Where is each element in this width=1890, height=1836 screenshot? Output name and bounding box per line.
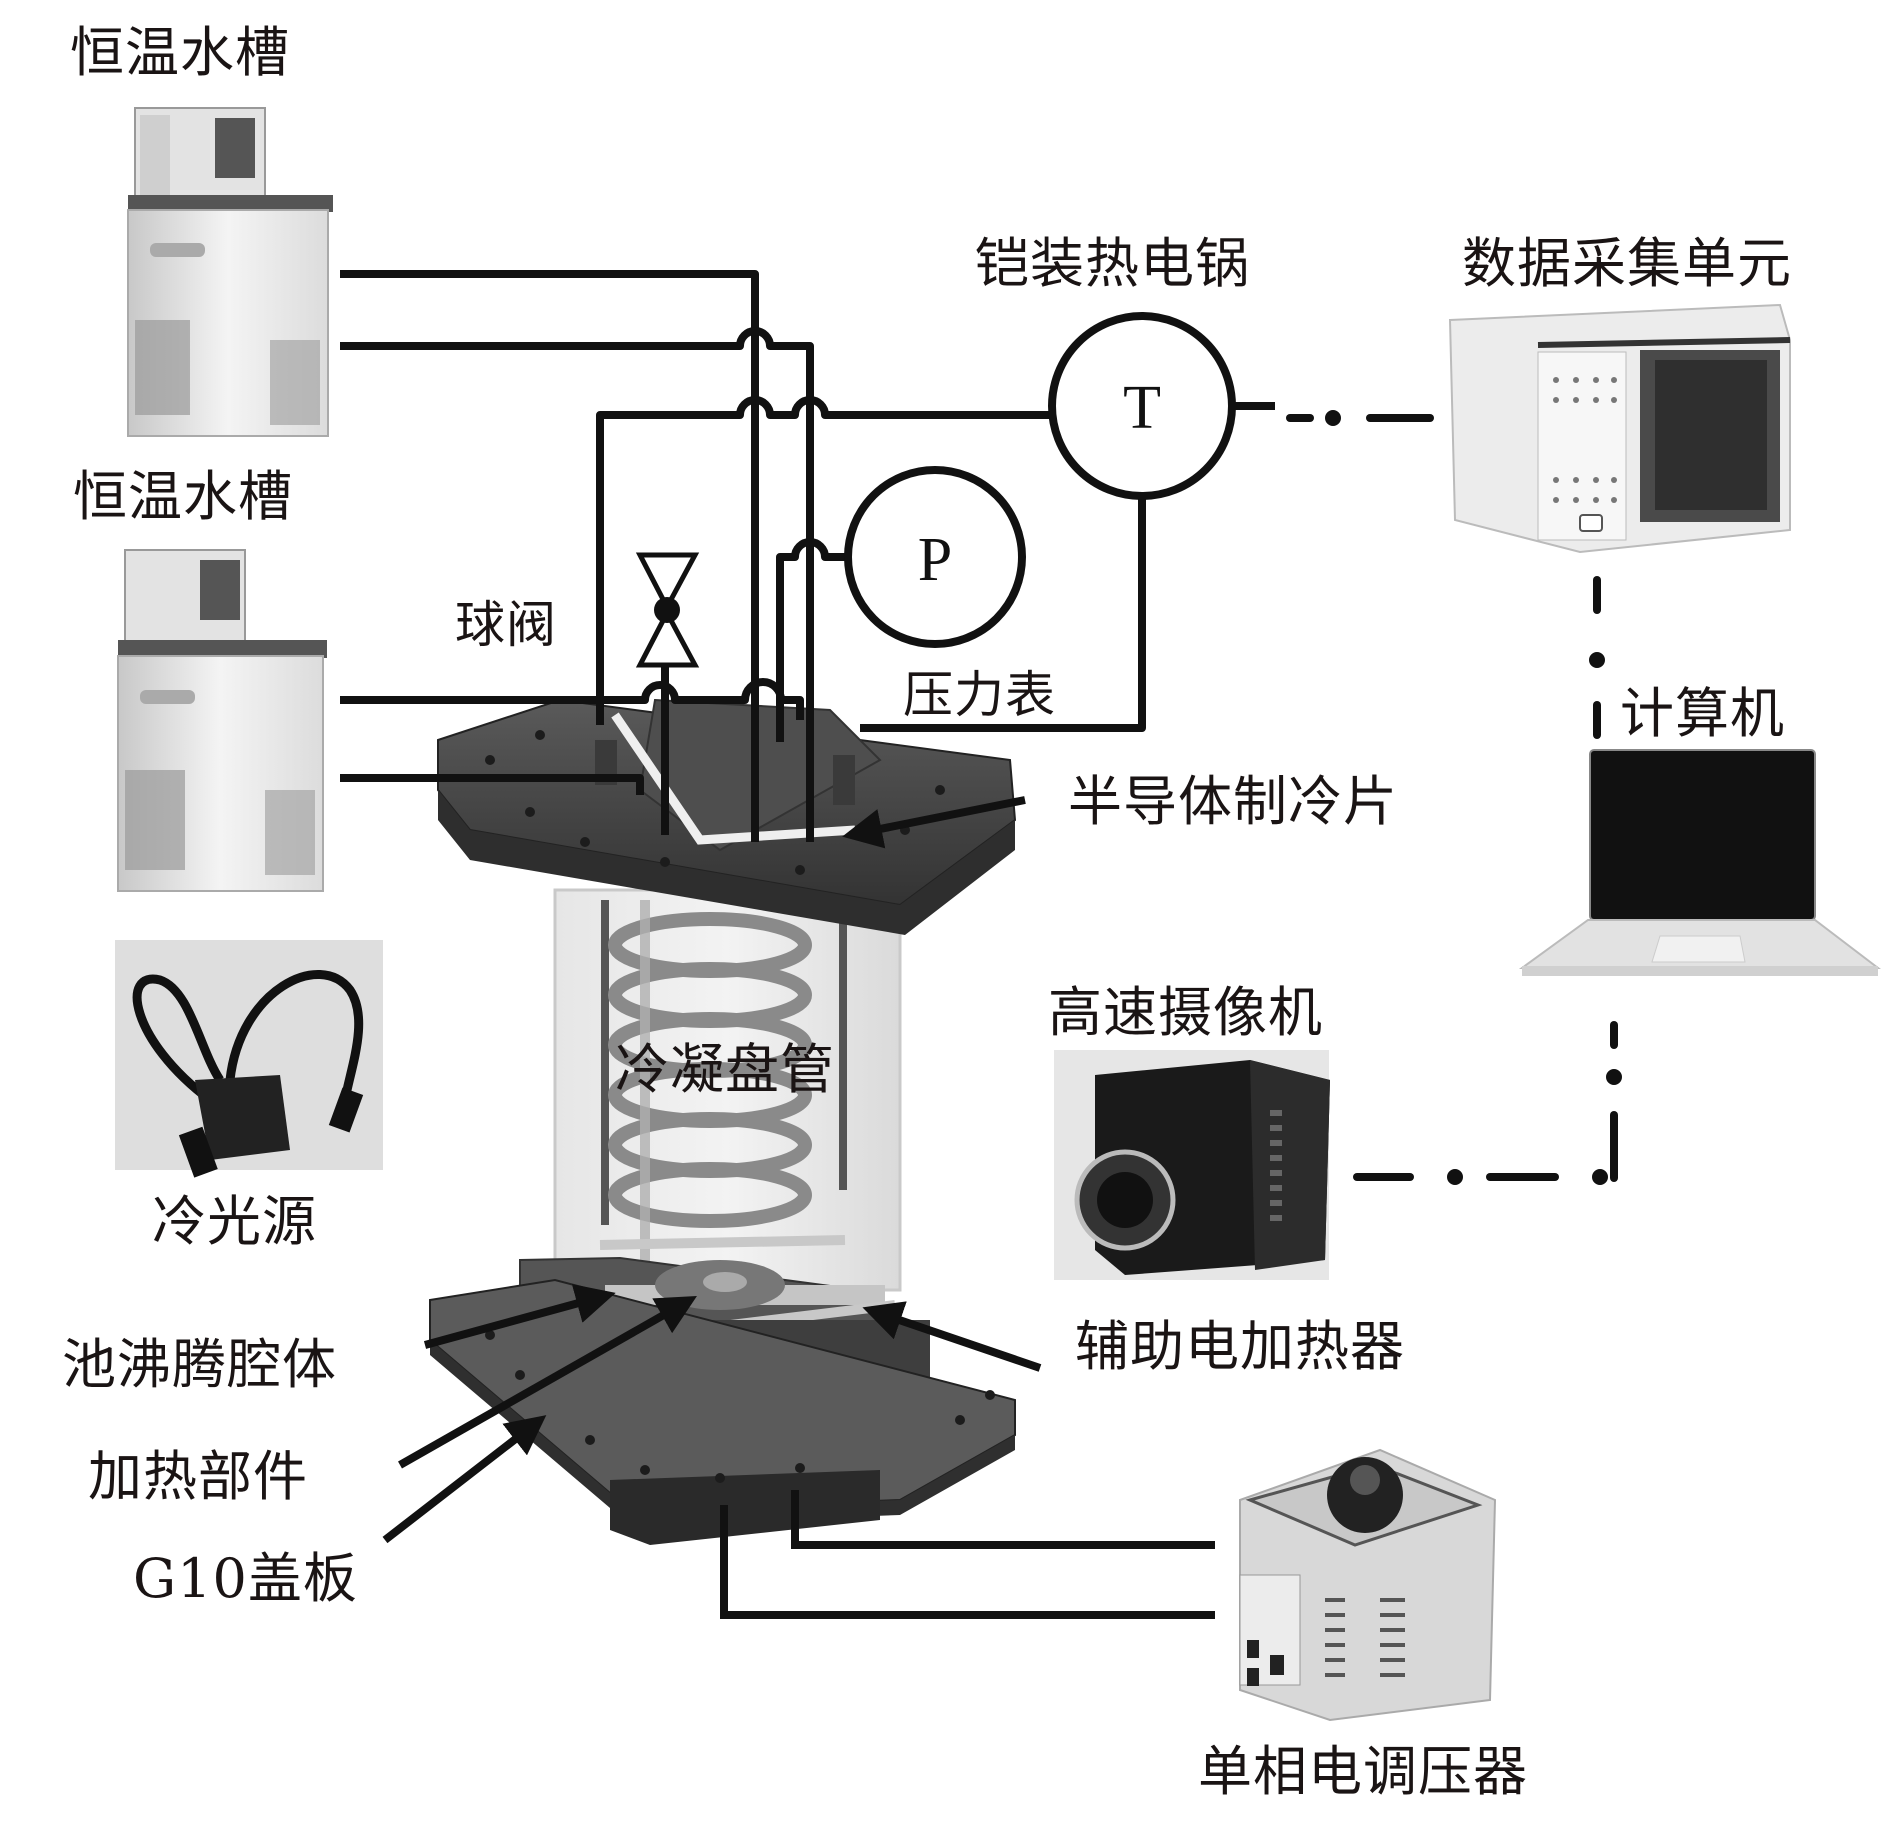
thermocouple-letter: T: [1123, 374, 1161, 442]
label-heating-component: 加热部件: [88, 1445, 308, 1508]
piping: [340, 270, 1146, 842]
pressure-letter: P: [918, 526, 952, 594]
label-aux-heater: 辅助电加热器: [1075, 1315, 1405, 1378]
condenser-coil-icon: [608, 912, 812, 1228]
signal-lines: [1286, 410, 1622, 1185]
daq-chassis-icon: [1448, 303, 1791, 554]
label-peltier: 半导体制冷片: [1068, 770, 1398, 833]
label-g10-cover: G10盖板: [133, 1547, 358, 1610]
label-pressure-gauge: 压力表: [903, 666, 1056, 724]
thermocouple-symbol: [1048, 312, 1275, 500]
camera-icon: [1054, 1050, 1330, 1280]
label-daq-unit: 数据采集单元: [1462, 232, 1792, 295]
label-water-bath-2: 恒温水槽: [73, 465, 293, 528]
power-wiring: [720, 1490, 1215, 1619]
water-bath-icon: [117, 549, 327, 892]
label-water-bath-1: 恒温水槽: [70, 21, 290, 84]
laptop-icon: [1518, 749, 1881, 976]
label-voltage-regulator: 单相电调压器: [1198, 1740, 1528, 1803]
boiling-column: [429, 698, 1017, 1545]
label-pool-boiling-chamber: 池沸腾腔体: [62, 1333, 337, 1396]
water-bath-icon: [127, 107, 333, 437]
variac-icon: [1239, 1448, 1497, 1722]
label-cold-light-source: 冷光源: [152, 1190, 317, 1253]
label-computer: 计算机: [1620, 682, 1785, 745]
label-ball-valve: 球阀: [455, 596, 557, 654]
pressure-gauge-symbol: [844, 466, 1026, 648]
fiber-light-icon: [115, 940, 383, 1178]
label-high-speed-camera: 高速摄像机: [1048, 981, 1323, 1044]
leader-arrows: [382, 796, 1042, 1544]
label-condenser-coil: 冷凝盘管: [615, 1038, 835, 1101]
ball-valve-icon: [635, 552, 700, 668]
label-thermocouple: 铠装热电锅: [975, 232, 1250, 295]
